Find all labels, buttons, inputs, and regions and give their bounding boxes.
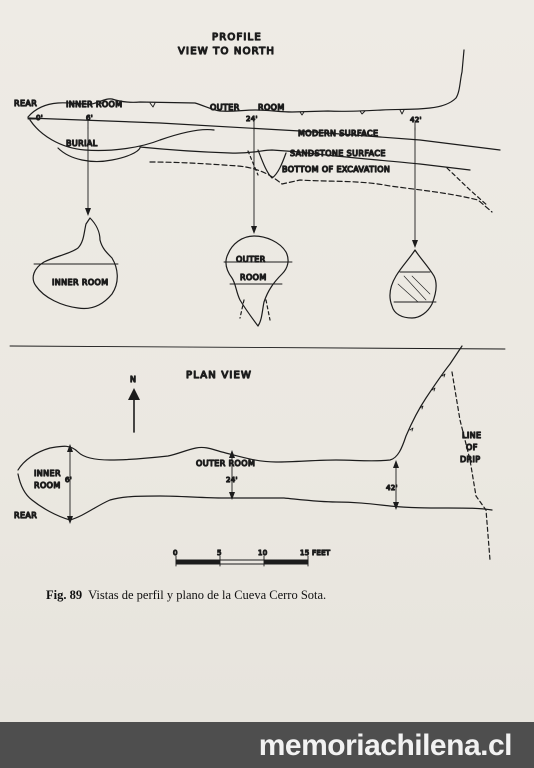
plan-lower-wall	[17, 473, 493, 521]
line-of-drip-label-3: DRIP	[460, 455, 481, 464]
plan-title: PLAN VIEW	[186, 370, 252, 381]
profile-subtitle: VIEW TO NORTH	[178, 46, 275, 57]
plan-wall-texture	[409, 373, 446, 432]
burial-label: BURIAL	[66, 139, 98, 148]
line-of-drip-label-1: LINE	[462, 431, 481, 440]
watermark-footer: memoriachilena.cl	[0, 722, 534, 768]
plan-inner-label-2: ROOM	[34, 481, 61, 490]
plan-dim-6-heads	[67, 444, 73, 524]
outer-room-pit-dashed	[247, 150, 259, 176]
scale-bar-fill-1	[176, 560, 220, 564]
line-of-drip	[451, 371, 491, 561]
plan-distance-24: 24'	[226, 476, 238, 484]
profile-distance-24: 24'	[246, 115, 258, 123]
profile-distance-6: 6'	[86, 114, 93, 122]
outer-room-section-label-room: ROOM	[240, 273, 267, 282]
rear-section-fill	[397, 275, 431, 303]
scale-tick-15: 15 FEET	[300, 549, 331, 557]
line-of-drip-label-2: OF	[466, 443, 478, 452]
scale-tick-10: 10	[258, 549, 268, 557]
outer-section-arrow	[251, 226, 257, 234]
north-arrow-head	[128, 388, 140, 400]
inner-room-deposit	[29, 119, 215, 152]
sandstone-surface-label: SANDSTONE SURFACE	[290, 149, 386, 158]
plan-upper-wall	[17, 345, 463, 471]
inner-room-section	[32, 217, 118, 310]
outer-room-pit	[257, 149, 287, 179]
bottom-excavation-line	[149, 161, 493, 213]
outer-room-section-floor	[223, 261, 293, 285]
profile-distance-42: 42'	[410, 116, 422, 124]
brand-logo-text[interactable]: memoriachilena.cl	[258, 729, 513, 762]
rear-section-arrow	[412, 240, 418, 248]
figure-caption-text: Vistas de perfil y plano de la Cueva Cer…	[88, 588, 327, 602]
inner-section-arrow	[85, 208, 91, 216]
ceiling-texture	[99, 100, 405, 116]
rear-section	[389, 249, 437, 319]
bottom-excavation-label: BOTTOM OF EXCAVATION	[282, 165, 390, 174]
scale-bar-ticks	[175, 555, 309, 567]
figure-caption: Fig. 89 Vistas de perfil y plano de la Cu…	[46, 588, 506, 603]
plan-rear-label: REAR	[14, 511, 37, 520]
rear-section-floor	[393, 271, 437, 303]
excavation-edge-dashed	[446, 167, 489, 207]
plan-distance-42: 42'	[386, 484, 398, 492]
plan-outer-room-label: OUTER ROOM	[196, 459, 255, 468]
figure-number: Fig. 89	[46, 588, 83, 602]
scale-tick-5: 5	[217, 549, 222, 557]
profile-rear-label: REAR	[14, 99, 37, 108]
outer-room-section-dashed	[239, 299, 271, 321]
scale-bar-fill-2	[264, 560, 308, 564]
outer-room-section-label-outer: OUTER	[236, 255, 266, 264]
sandstone-surface-line	[139, 146, 471, 171]
cross-sections: INNER ROOM OUTER ROOM	[32, 217, 437, 327]
cave-diagram: PROFILE VIEW TO NORTH	[9, 31, 506, 567]
plan-distance-6: 6'	[65, 476, 72, 484]
profile-distance-0: 0'	[36, 114, 43, 122]
section-separator-line	[9, 345, 506, 350]
north-label: N	[130, 375, 136, 384]
cave-ceiling-outline	[27, 49, 465, 118]
profile-room-label: ROOM	[258, 103, 285, 112]
modern-surface-label: MODERN SURFACE	[298, 129, 378, 138]
plan-view: PLAN VIEW N INNER ROOM 6' OUTER ROOM	[13, 345, 493, 567]
profile-view: PROFILE VIEW TO NORTH	[13, 31, 501, 248]
profile-inner-room-label: INNER ROOM	[66, 100, 123, 109]
plan-inner-label-1: INNER	[34, 469, 61, 478]
profile-outer-label: OUTER	[210, 103, 240, 112]
inner-room-section-label: INNER ROOM	[52, 278, 109, 287]
burial-feature	[57, 147, 141, 163]
modern-surface-line	[27, 117, 501, 151]
scale-tick-0: 0	[173, 549, 178, 557]
scale-bar: 0 5 10 15 FEET	[172, 548, 331, 567]
profile-title: PROFILE	[212, 32, 262, 43]
outer-room-section	[225, 235, 289, 327]
